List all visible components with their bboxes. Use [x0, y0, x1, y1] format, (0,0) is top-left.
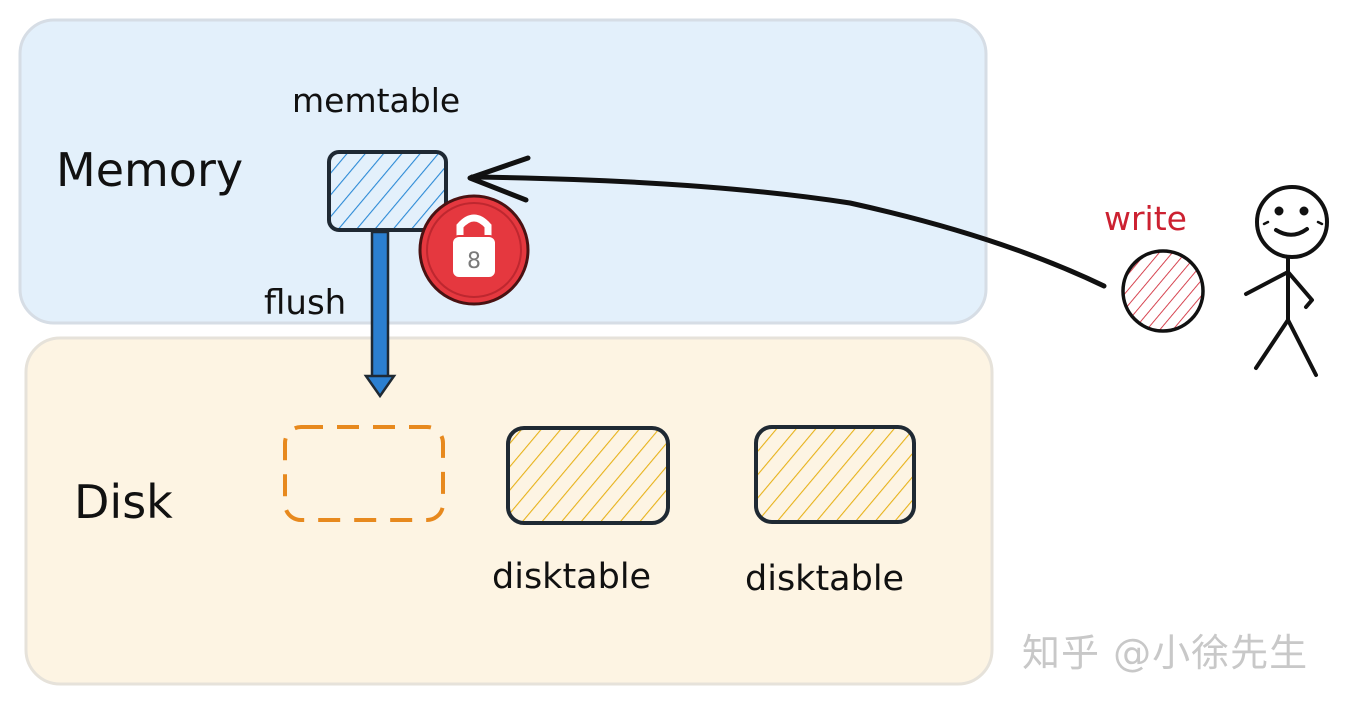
watermark: 知乎 @小徐先生	[1022, 631, 1309, 675]
write-circle	[1121, 249, 1205, 333]
flush-target-placeholder	[283, 425, 445, 522]
lock-number: 8	[467, 249, 481, 274]
flush-label: flush	[264, 283, 346, 323]
disktable-label: disktable	[492, 557, 651, 597]
write-label: write	[1104, 199, 1187, 238]
memtable-box	[327, 150, 448, 232]
write-token: write	[1104, 199, 1205, 333]
disktable: disktable	[745, 425, 916, 599]
disktable: disktable	[492, 426, 670, 597]
memtable-label: memtable	[292, 81, 460, 120]
memtable: memtable	[292, 81, 460, 232]
write-arrow	[467, 155, 1107, 289]
lock-icon: 8	[418, 194, 530, 306]
disktable-box	[506, 426, 670, 525]
disktable-label: disktable	[745, 559, 904, 599]
flush-arrow: flush	[264, 230, 397, 399]
disktable-box	[754, 425, 916, 524]
memory-region: Memory	[18, 18, 988, 325]
stick-figure-icon	[1244, 185, 1329, 377]
memory-label: Memory	[56, 143, 243, 197]
disk-label: Disk	[74, 475, 173, 529]
